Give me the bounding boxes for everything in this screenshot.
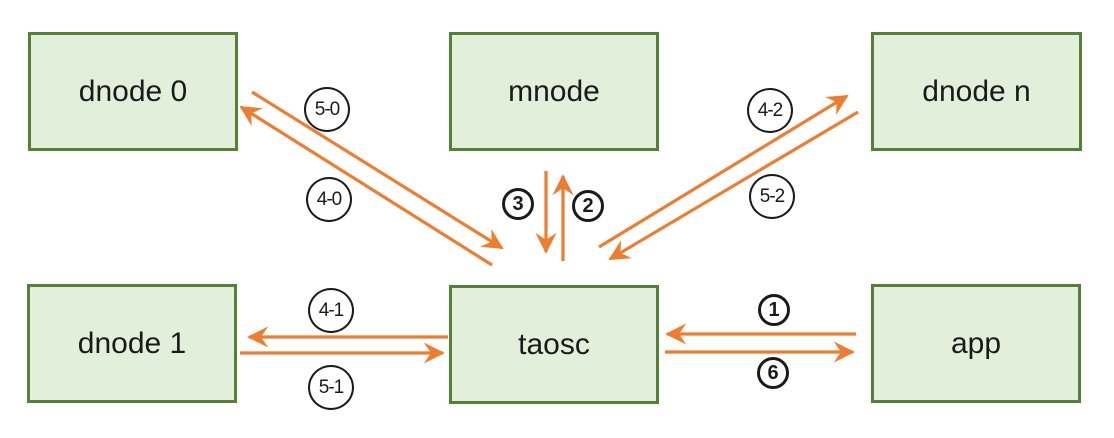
- node-mnode: mnode: [449, 32, 659, 151]
- node-dnoden: dnode n: [871, 32, 1082, 151]
- node-dnode0: dnode 0: [28, 32, 238, 151]
- node-taosc: taosc: [449, 285, 659, 404]
- step-label-3: 3: [502, 188, 534, 220]
- node-mnode-label: mnode: [508, 74, 600, 108]
- step-label-5-0: 5-0: [304, 87, 350, 132]
- arrow-dnoden-to-taosc: [608, 110, 859, 261]
- node-taosc-label: taosc: [518, 327, 590, 361]
- arrow-taosc-to-dnoden: [598, 94, 849, 249]
- node-app: app: [871, 284, 1081, 403]
- node-app-label: app: [950, 326, 1002, 360]
- step-label-4-0: 4-0: [306, 177, 352, 222]
- step-label-4-2: 4-2: [747, 88, 793, 133]
- step-label-1: 1: [758, 294, 790, 326]
- arrow-taosc-to-dnode0: [239, 105, 493, 267]
- step-label-5-2: 5-2: [749, 174, 795, 219]
- step-label-6: 6: [757, 357, 789, 389]
- step-label-4-1: 4-1: [308, 288, 354, 333]
- step-label-5-1: 5-1: [308, 365, 354, 410]
- node-dnode0-label: dnode 0: [78, 74, 188, 108]
- node-dnode1: dnode 1: [27, 284, 237, 403]
- arrow-dnode0-to-taosc: [251, 90, 504, 250]
- node-dnoden-label: dnode n: [922, 74, 1031, 108]
- node-dnode1-label: dnode 1: [77, 326, 187, 360]
- step-label-2: 2: [572, 190, 604, 222]
